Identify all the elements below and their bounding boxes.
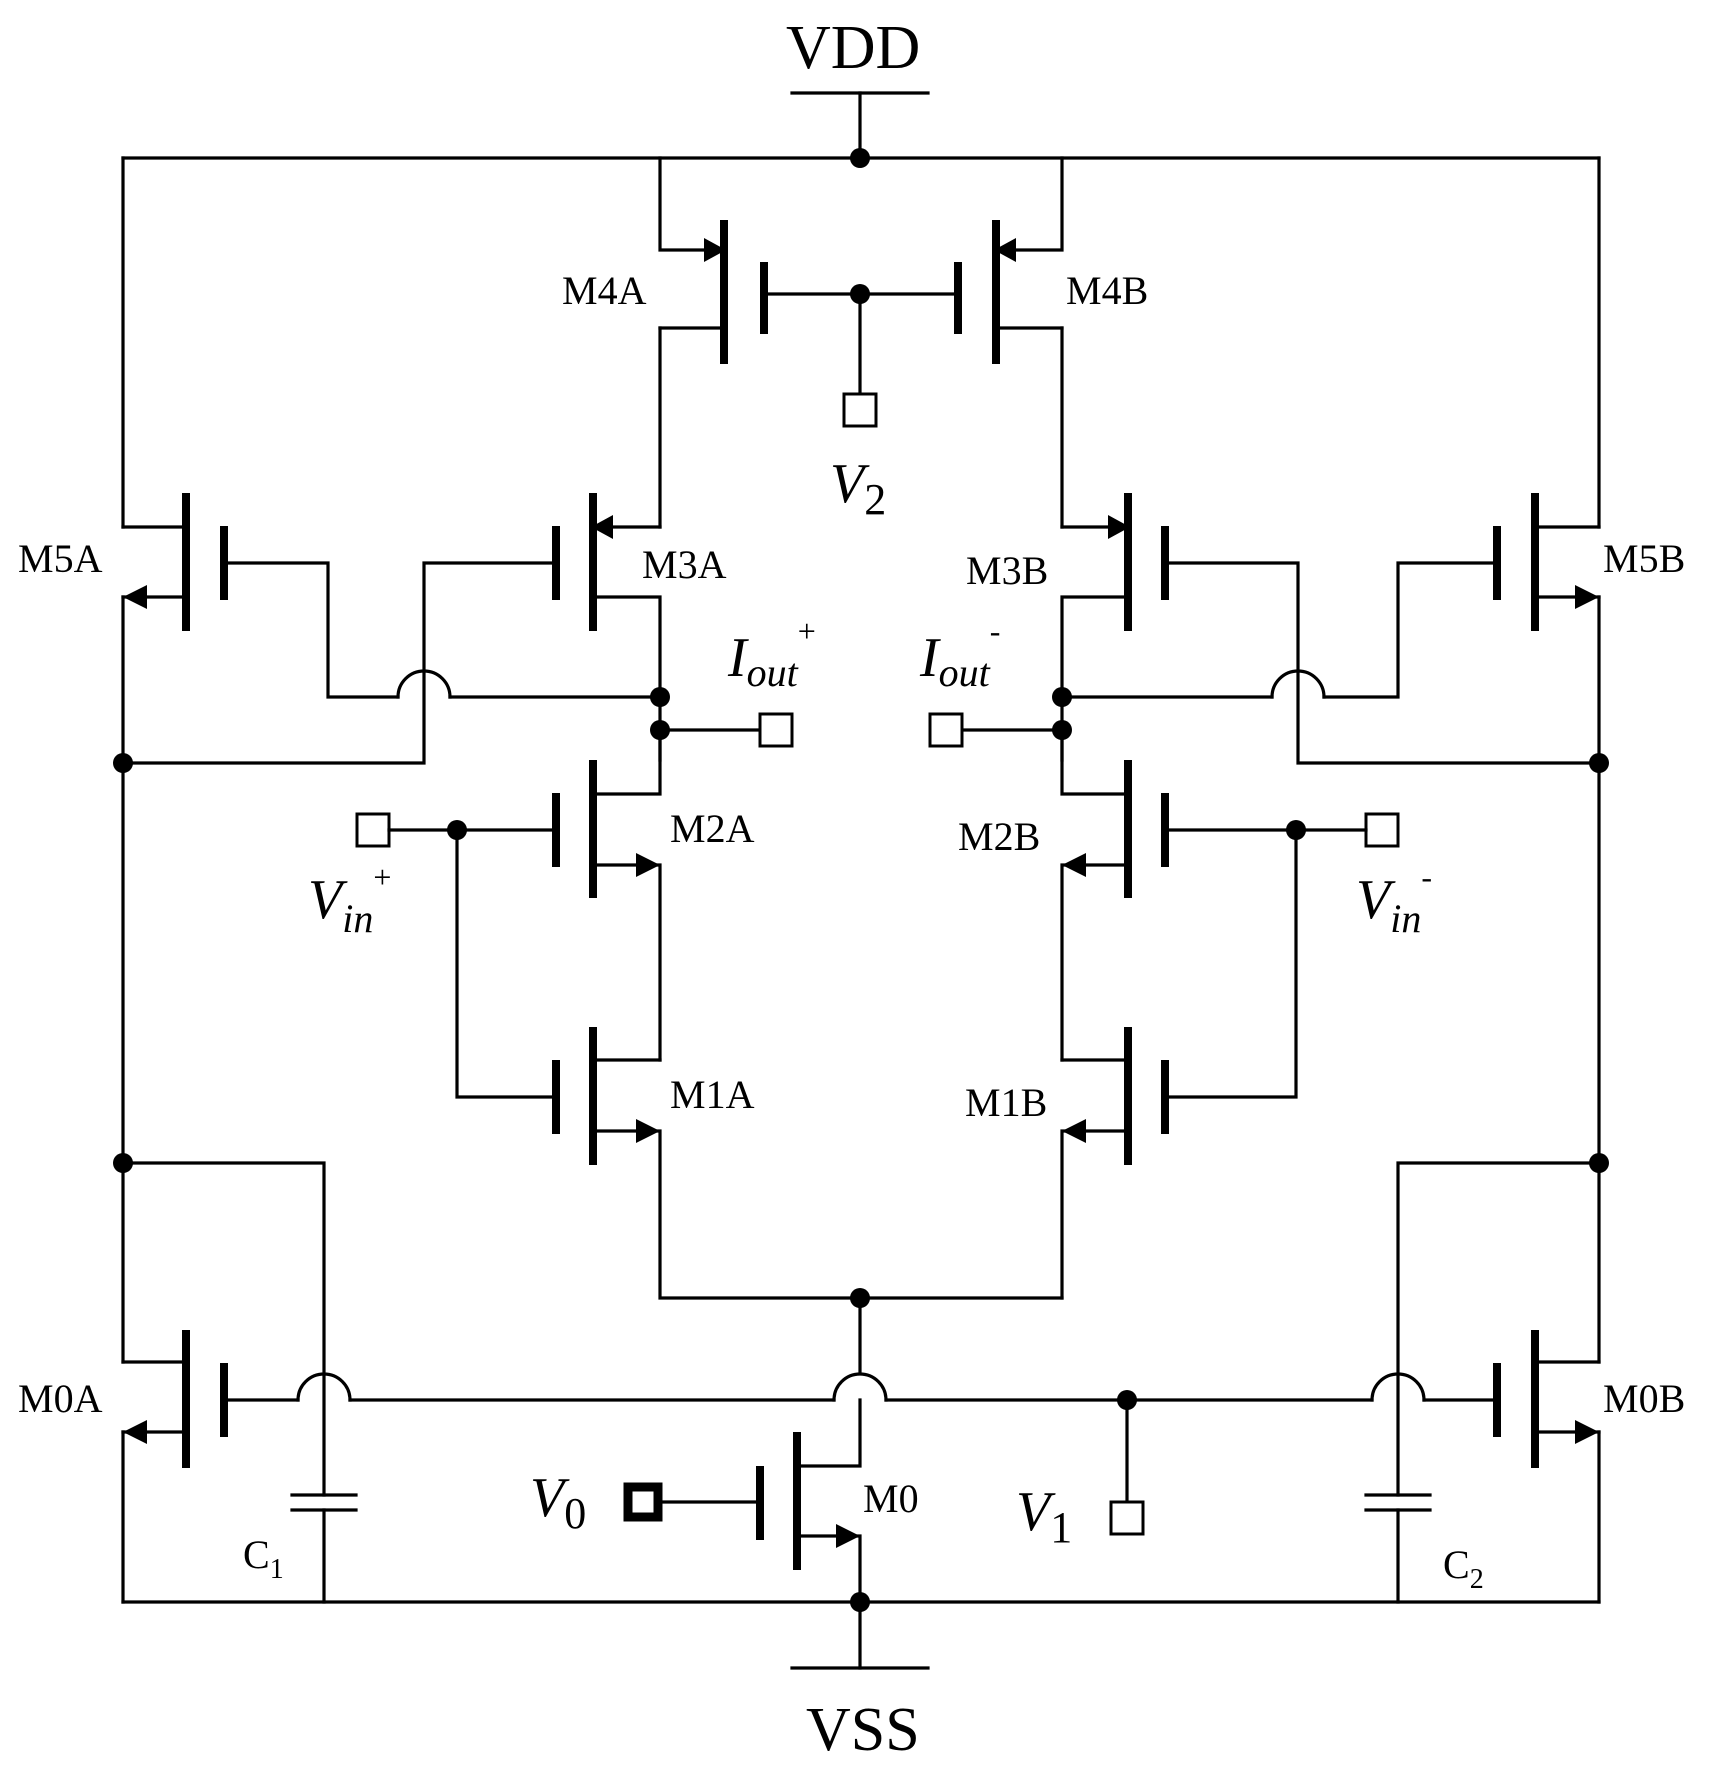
- m1a-label: M1A: [670, 1072, 755, 1117]
- transistor-m4a: [658, 156, 768, 529]
- transistor-m3a: [552, 493, 662, 762]
- m4a-label: M4A: [562, 268, 647, 313]
- iout-pos-net: [658, 712, 794, 748]
- m2a-label: M2A: [670, 806, 755, 851]
- m3b-label: M3B: [966, 548, 1048, 593]
- v0-terminal[interactable]: [623, 1482, 663, 1522]
- vin-pos-net: [355, 812, 558, 1099]
- junction-dots: [113, 148, 1609, 1612]
- m0a-label: M0A: [18, 1376, 103, 1421]
- m5b-label: M5B: [1603, 536, 1685, 581]
- vin-pos-label: Vin+: [308, 859, 391, 941]
- c2-label: C2: [1443, 1542, 1484, 1595]
- iout-neg-label: Iout-: [919, 613, 1000, 695]
- m3b-gate-net: [1163, 561, 1601, 765]
- iout-pos-label: Iout+: [727, 613, 816, 695]
- transistor-m5b: [1493, 493, 1601, 631]
- transistor-m2a: [552, 728, 662, 1062]
- transistor-m0: [756, 1296, 888, 1604]
- v0-label: V0: [530, 1467, 586, 1538]
- v2-label: V2: [830, 453, 886, 524]
- m4b-label: M4B: [1066, 268, 1148, 313]
- vin-pos-terminal[interactable]: [355, 812, 391, 848]
- m1b-label: M1B: [965, 1080, 1047, 1125]
- m3a-label: M3A: [642, 542, 727, 587]
- m5a-label: M5A: [18, 536, 103, 581]
- iout-neg-net: [928, 712, 1064, 748]
- vin-neg-terminal[interactable]: [1364, 812, 1400, 848]
- v2-bias-net: [762, 292, 960, 428]
- transistor-m1a: [552, 1027, 1064, 1300]
- vin-neg-net: [1163, 812, 1400, 1099]
- transistor-m3b: [1060, 493, 1169, 762]
- iout-neg-terminal[interactable]: [928, 712, 964, 748]
- iout-pos-terminal[interactable]: [758, 712, 794, 748]
- v0-net: [623, 1482, 762, 1522]
- transistor-m0a: [121, 1330, 228, 1468]
- v2-terminal[interactable]: [842, 392, 878, 428]
- vdd-label: VDD: [786, 14, 920, 82]
- c1-label: C1: [243, 1532, 284, 1585]
- vss-label: VSS: [806, 1696, 920, 1764]
- m0b-label: M0B: [1603, 1376, 1685, 1421]
- m3a-gate-net: [121, 561, 558, 765]
- m0-label: M0: [863, 1476, 919, 1521]
- transistor-m0b: [1493, 1330, 1601, 1468]
- m2b-label: M2B: [958, 814, 1040, 859]
- transistor-m5a: [121, 493, 228, 631]
- transistor-m1b: [1060, 1027, 1169, 1300]
- vin-neg-label: Vin-: [1356, 859, 1432, 941]
- capacitor-c2: [1364, 1161, 1601, 1604]
- capacitor-c1: [121, 1161, 358, 1604]
- v1-label: V1: [1016, 1481, 1072, 1552]
- transistor-m2b: [1060, 728, 1169, 1062]
- v1-terminal[interactable]: [1109, 1500, 1145, 1536]
- transistor-m4b: [954, 156, 1064, 529]
